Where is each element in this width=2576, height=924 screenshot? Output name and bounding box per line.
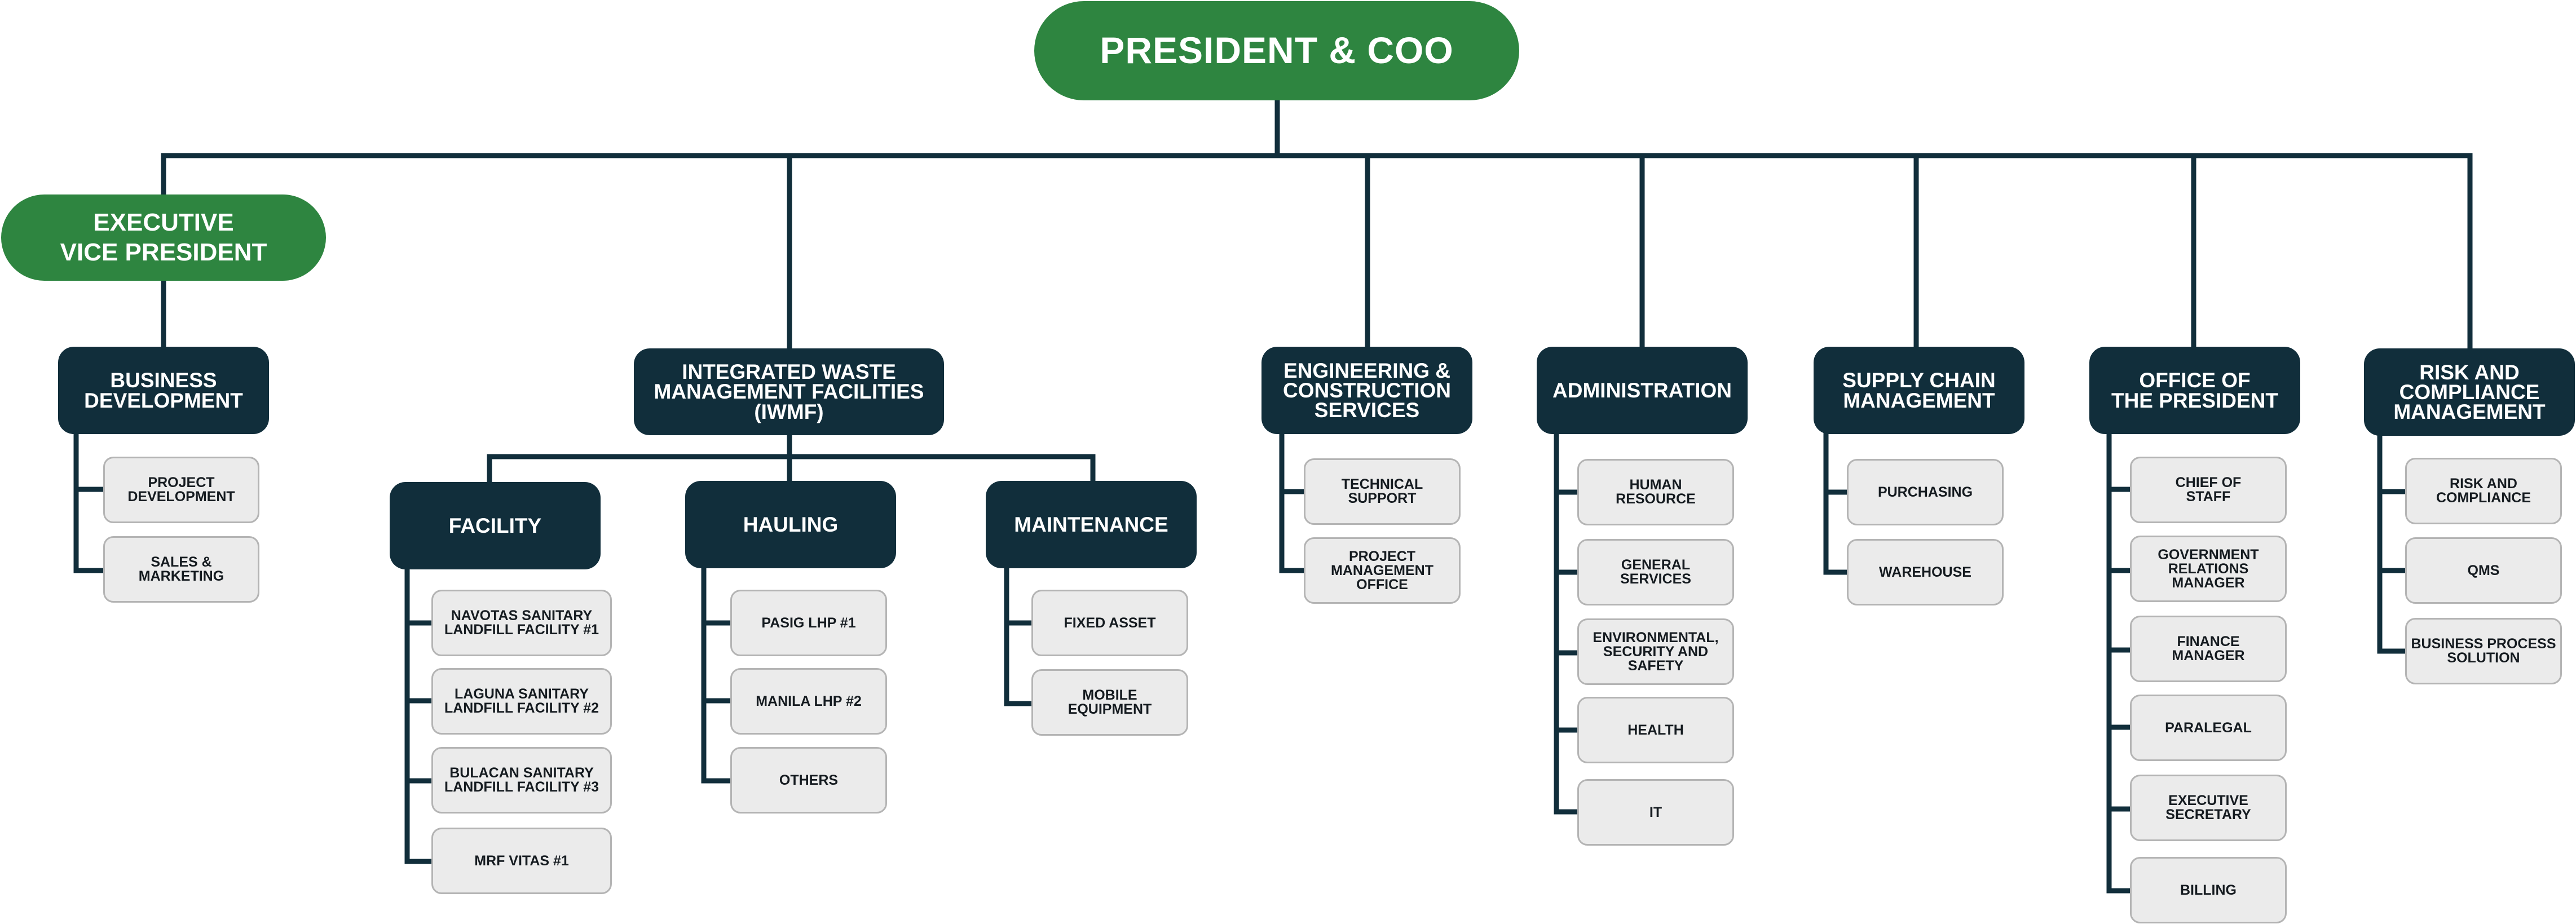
- health-node: HEALTH: [1577, 697, 1734, 763]
- mrf-vitas-node: MRF VITAS #1: [431, 828, 612, 894]
- others-node: OTHERS: [730, 747, 887, 814]
- facility-node: FACILITY: [390, 482, 601, 569]
- navotas-landfill-node: NAVOTAS SANITARY LANDFILL FACILITY #1: [431, 590, 612, 656]
- it-node: IT: [1577, 779, 1734, 846]
- business-process-solution-node: BUSINESS PROCESS SOLUTION: [2405, 618, 2562, 684]
- human-resource-node: HUMAN RESOURCE: [1577, 459, 1734, 525]
- manila-lhp-node: MANILA LHP #2: [730, 668, 887, 735]
- connector-bizdev-rail: [73, 430, 107, 573]
- connector-supply-chain-rail: [1823, 430, 1851, 575]
- bulacan-landfill-node: BULACAN SANITARY LANDFILL FACILITY #3: [431, 747, 612, 814]
- billing-node: BILLING: [2130, 857, 2287, 923]
- executive-secretary-node: EXECUTIVE SECRETARY: [2130, 775, 2287, 841]
- warehouse-node: WAREHOUSE: [1847, 539, 2004, 605]
- government-relations-manager-node: GOVERNMENT RELATIONS MANAGER: [2130, 536, 2287, 602]
- iwmf-node: INTEGRATED WASTE MANAGEMENT FACILITIES (…: [634, 348, 944, 435]
- risk-compliance-management-node: RISK AND COMPLIANCE MANAGEMENT: [2364, 348, 2575, 436]
- environmental-security-safety-node: ENVIRONMENTAL, SECURITY AND SAFETY: [1577, 618, 1734, 685]
- project-development-node: PROJECT DEVELOPMENT: [103, 457, 259, 523]
- business-development-node: BUSINESS DEVELOPMENT: [58, 347, 269, 434]
- laguna-landfill-node: LAGUNA SANITARY LANDFILL FACILITY #2: [431, 668, 612, 735]
- technical-support-node: TECHNICAL SUPPORT: [1304, 458, 1461, 525]
- connector-administration-rail: [1554, 430, 1582, 815]
- connector-engineering-rail: [1279, 430, 1308, 573]
- sales-marketing-node: SALES & MARKETING: [103, 536, 259, 603]
- general-services-node: GENERAL SERVICES: [1577, 539, 1734, 605]
- hauling-node: HAULING: [685, 481, 896, 568]
- office-of-the-president-node: OFFICE OF THE PRESIDENT: [2089, 347, 2300, 434]
- project-management-office-node: PROJECT MANAGEMENT OFFICE: [1304, 537, 1461, 604]
- pasig-lhp-node: PASIG LHP #1: [730, 590, 887, 656]
- purchasing-node: PURCHASING: [1847, 459, 2004, 525]
- paralegal-node: PARALEGAL: [2130, 695, 2287, 761]
- connector-maintenance-rail: [1004, 565, 1036, 706]
- supply-chain-management-node: SUPPLY CHAIN MANAGEMENT: [1814, 347, 2024, 434]
- fixed-asset-node: FIXED ASSET: [1031, 590, 1188, 656]
- connector-office-president-rail: [2106, 430, 2134, 894]
- connector-risk-rail: [2377, 430, 2408, 654]
- connector-hauling-rail: [701, 565, 735, 784]
- chief-of-staff-node: CHIEF OF STAFF: [2130, 457, 2287, 523]
- maintenance-node: MAINTENANCE: [986, 481, 1197, 568]
- qms-node: QMS: [2405, 537, 2562, 604]
- risk-and-compliance-node: RISK AND COMPLIANCE: [2405, 458, 2562, 524]
- mobile-equipment-node: MOBILE EQUIPMENT: [1031, 669, 1188, 736]
- connector-facility-rail: [404, 565, 436, 864]
- finance-manager-node: FINANCE MANAGER: [2130, 616, 2287, 682]
- administration-node: ADMINISTRATION: [1537, 347, 1748, 434]
- executive-vice-president-node: EXECUTIVE VICE PRESIDENT: [1, 194, 326, 281]
- president-coo-node: PRESIDENT & COO: [1034, 1, 1519, 100]
- engineering-construction-node: ENGINEERING & CONSTRUCTION SERVICES: [1261, 347, 1472, 434]
